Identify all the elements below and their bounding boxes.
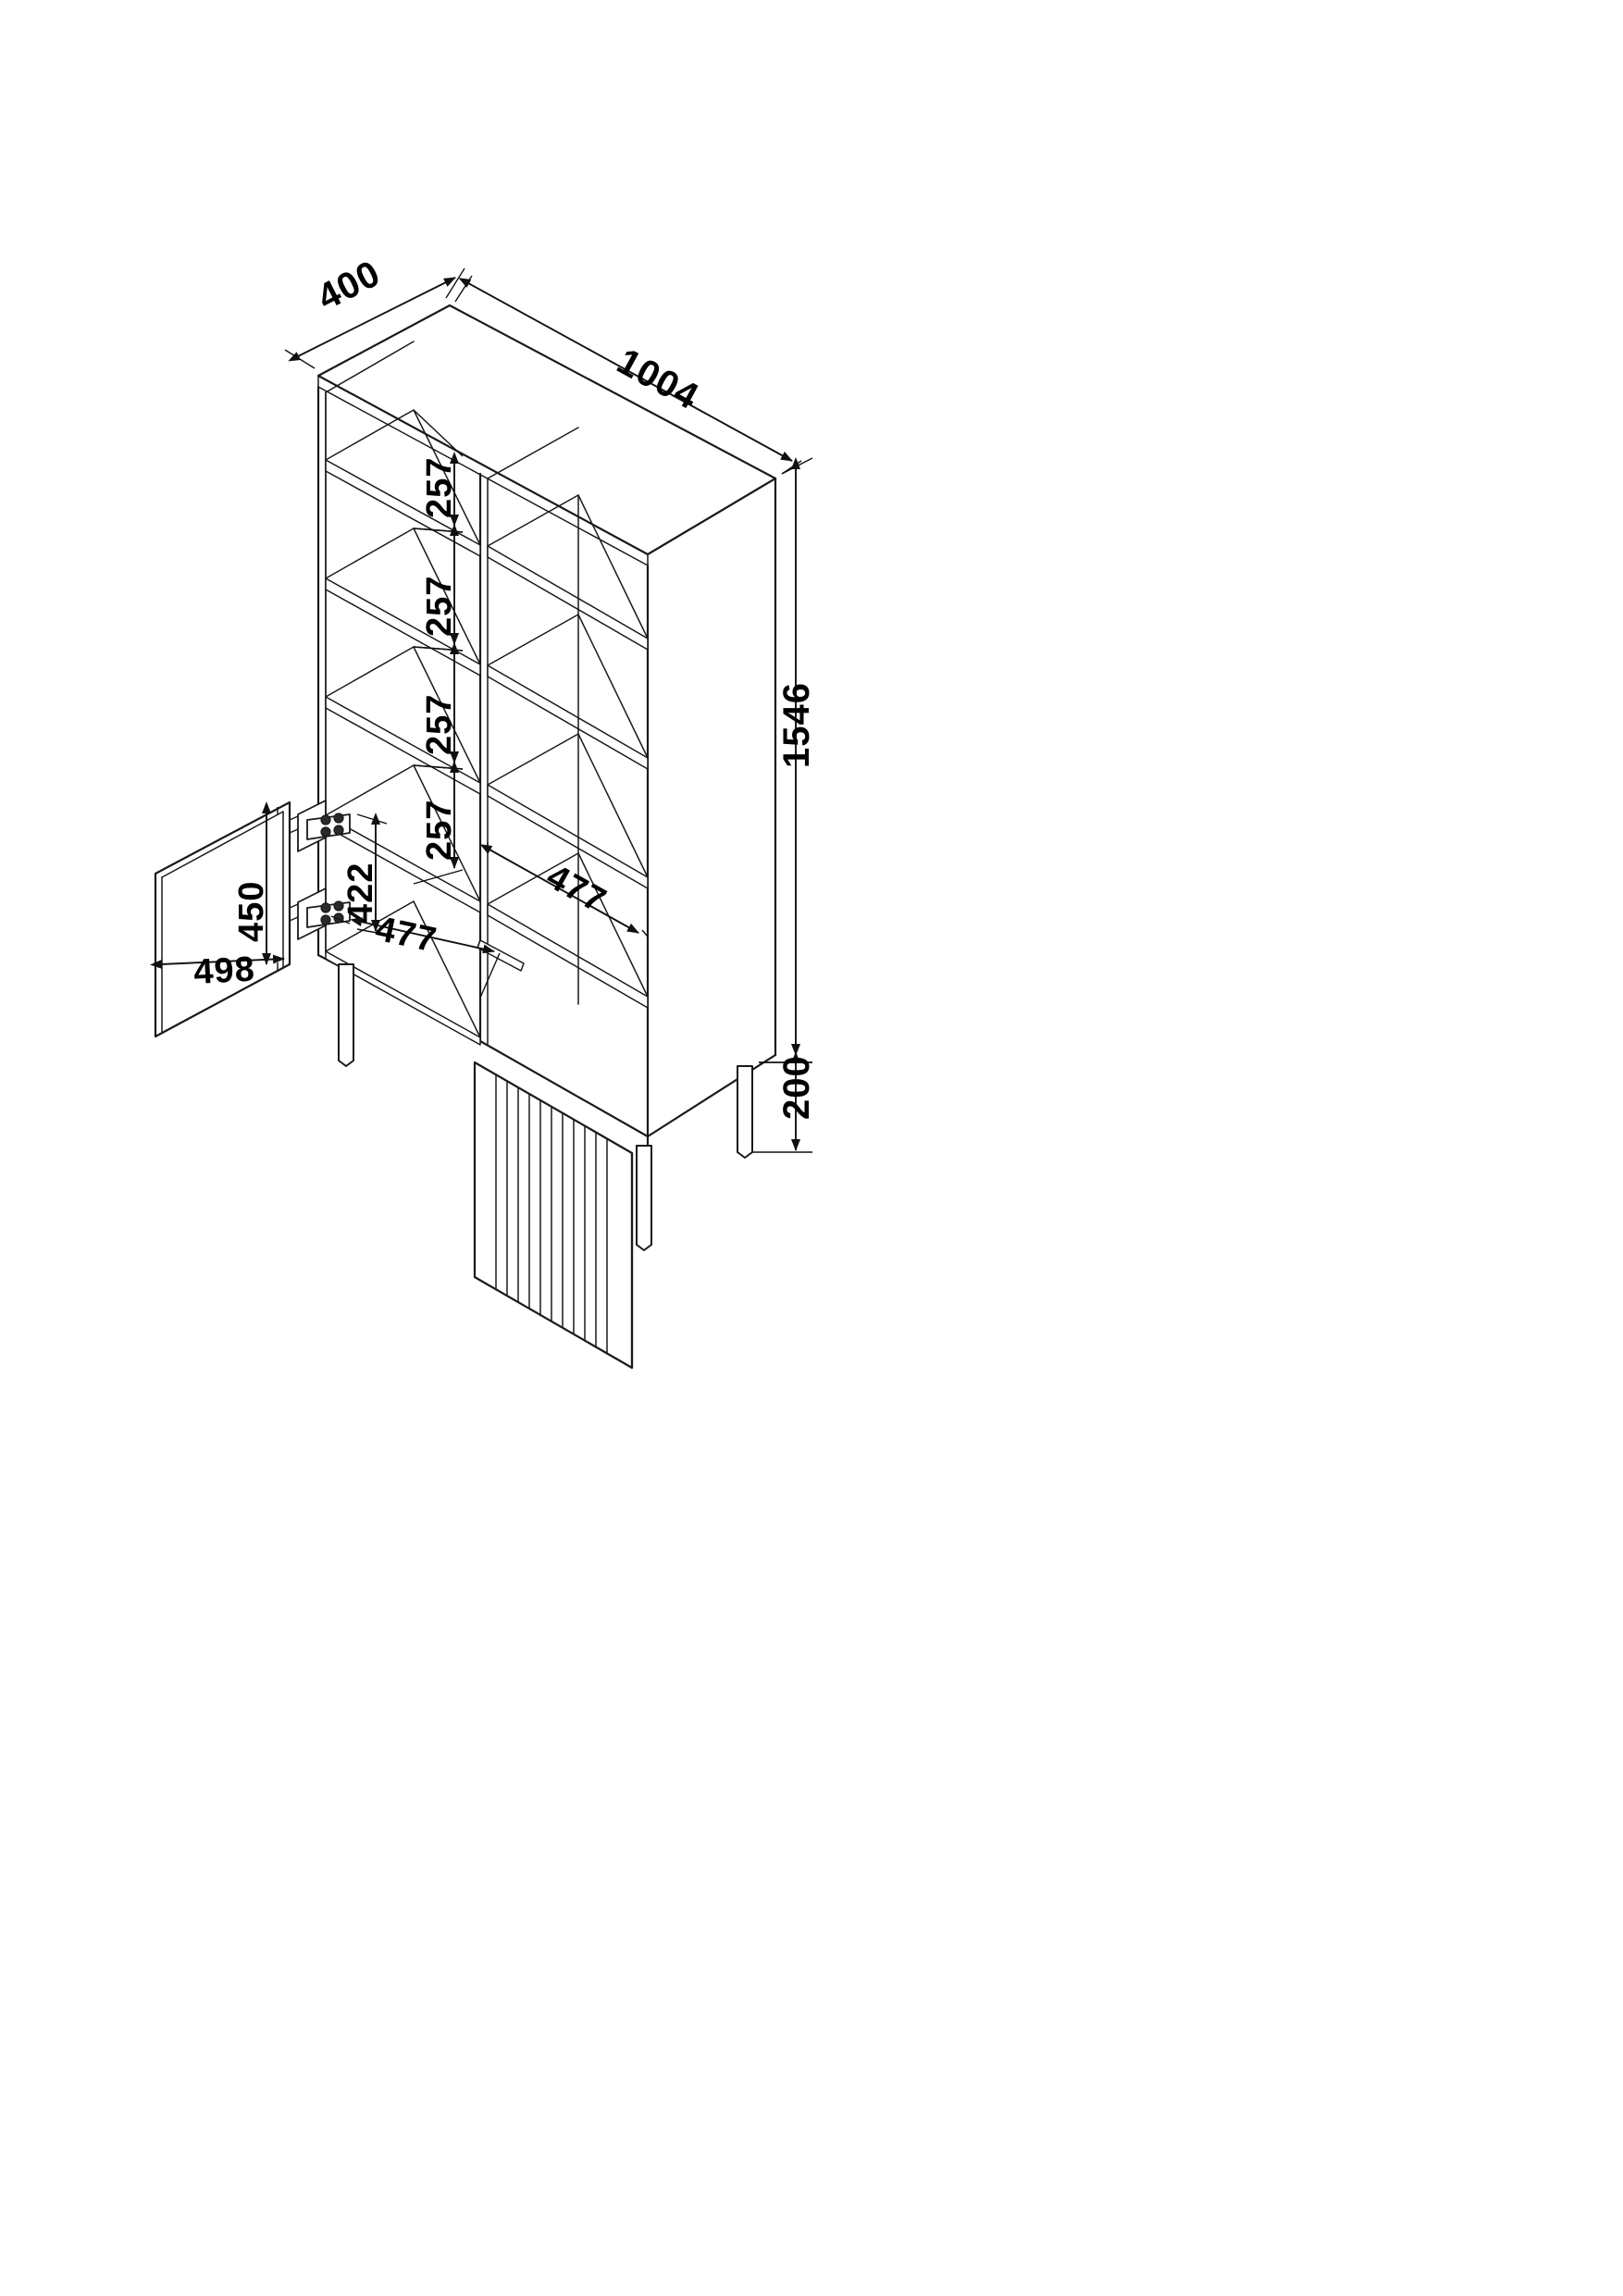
carcass-bottom-center-right <box>478 1039 650 1138</box>
shelf-left-2 <box>325 527 481 676</box>
label-height-1546: 1546 <box>776 682 817 768</box>
shelf-left-3 <box>325 646 481 795</box>
shelf-right-2 <box>487 614 649 770</box>
label-gap-257-d: 257 <box>420 800 459 861</box>
dimension-gap-257-d: 257 <box>413 761 464 885</box>
cabinet-carcass <box>316 304 777 1138</box>
label-door-498: 498 <box>192 950 256 992</box>
shelf-right-1 <box>487 494 649 651</box>
open-door-bottom-inner <box>161 967 284 1034</box>
dimension-height-1546: 1546 <box>759 457 817 1063</box>
label-gap-257-c: 257 <box>420 694 459 755</box>
label-gap-257-b: 257 <box>420 576 459 637</box>
dimension-gap-257-a: 257 <box>413 409 464 533</box>
right-side-bottom-edge <box>646 1053 777 1138</box>
leg-back-right <box>737 1065 753 1159</box>
bar-handle[interactable] <box>477 939 525 972</box>
top-panel <box>316 304 777 556</box>
shelf-left-1 <box>325 409 481 557</box>
hinge-upper <box>289 800 351 852</box>
leg-front-left <box>338 963 354 1067</box>
top-panel-edge <box>317 375 649 566</box>
leg-front-right <box>636 1145 652 1251</box>
fluted-door-face <box>473 1061 634 1370</box>
label-shelf-477-lower: 477 <box>372 910 440 961</box>
door-flutes <box>495 1074 608 1355</box>
label-inner-422: 422 <box>341 863 380 924</box>
dimension-gap-257-b: 257 <box>413 524 464 652</box>
dimension-gap-257-c: 257 <box>413 642 464 770</box>
dimension-door-498: 498 <box>150 925 291 1036</box>
hinge-lower <box>289 887 351 940</box>
label-leg-200: 200 <box>776 1055 817 1120</box>
label-depth-400: 400 <box>311 253 387 318</box>
dimension-leg-200: 200 <box>752 1051 817 1153</box>
legs-group <box>338 963 753 1251</box>
label-door-450: 450 <box>232 881 271 942</box>
label-gap-257-a: 257 <box>420 457 459 518</box>
fluted-door-closed[interactable] <box>473 1061 634 1370</box>
dimension-inner-422: 422 <box>341 813 388 936</box>
